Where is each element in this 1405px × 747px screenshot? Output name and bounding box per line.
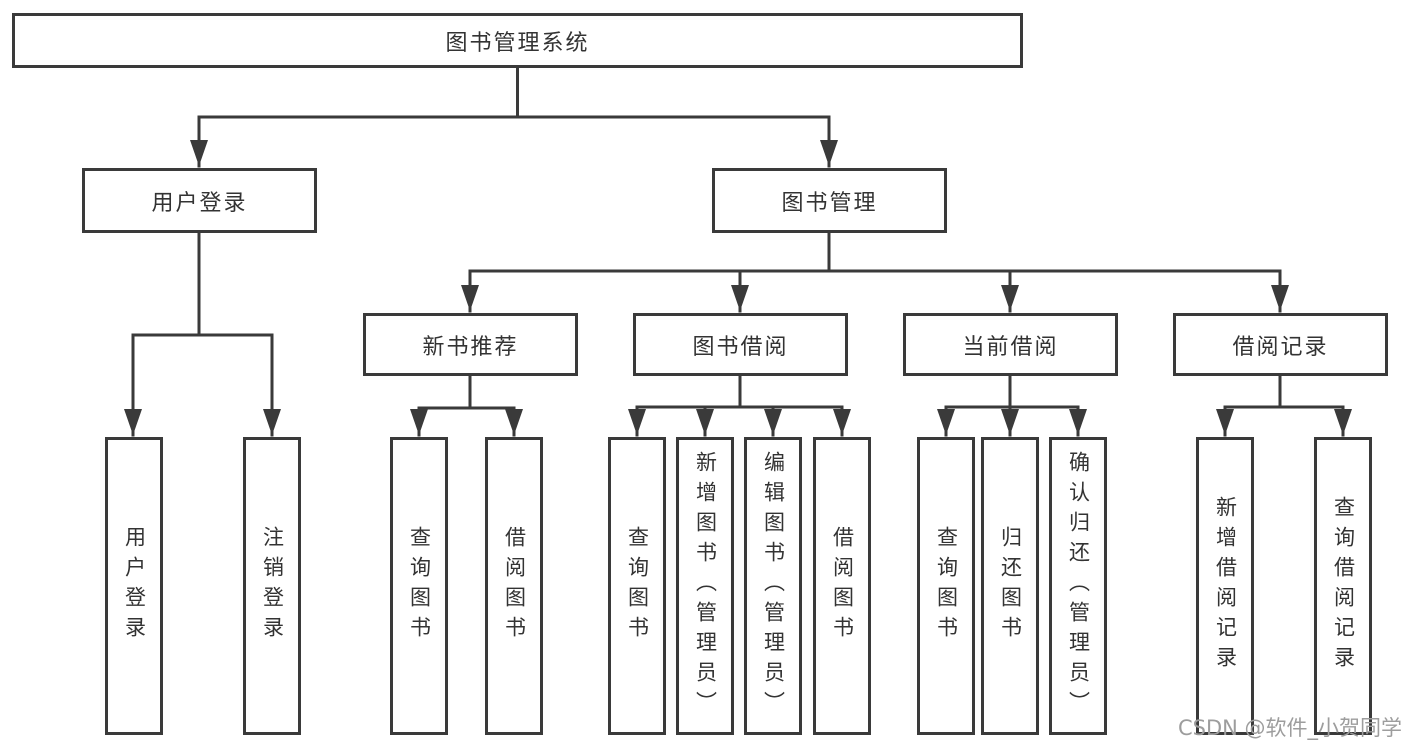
- node-label: 编辑图书（管理员）: [761, 451, 786, 721]
- leaf-query-borrow-record: 查询借阅记录: [1314, 437, 1372, 735]
- node-label: 归还图书: [998, 526, 1023, 646]
- node-label: 新增图书（管理员）: [693, 451, 718, 721]
- leaf-query-books-current: 查询图书: [917, 437, 975, 735]
- leaf-add-book-admin: 新增图书（管理员）: [676, 437, 734, 735]
- node-label: 注销登录: [260, 526, 285, 646]
- node-label: 查询图书: [625, 526, 650, 646]
- node-label: 新增借阅记录: [1213, 496, 1238, 676]
- node-label: 查询借阅记录: [1331, 496, 1356, 676]
- node-book-management: 图书管理: [712, 168, 947, 233]
- node-current-borrowing: 当前借阅: [903, 313, 1118, 376]
- node-user-login: 用户登录: [82, 168, 317, 233]
- node-label: 用户登录: [151, 190, 248, 216]
- node-label: 借阅图书: [502, 526, 527, 646]
- node-label: 用户登录: [122, 526, 147, 646]
- node-label: 确认归还（管理员）: [1066, 451, 1091, 721]
- node-label: 图书管理系统: [445, 30, 590, 56]
- leaf-confirm-return-admin: 确认归还（管理员）: [1049, 437, 1107, 735]
- node-root-library-system: 图书管理系统: [12, 13, 1023, 68]
- node-label: 查询图书: [407, 526, 432, 646]
- node-book-borrowing: 图书借阅: [633, 313, 848, 376]
- csdn-watermark: CSDN @软件_小贺同学: [1178, 716, 1403, 740]
- node-borrowing-records: 借阅记录: [1173, 313, 1388, 376]
- node-label: 图书借阅: [692, 334, 789, 360]
- leaf-edit-book-admin: 编辑图书（管理员）: [744, 437, 802, 735]
- node-label: 当前借阅: [962, 334, 1059, 360]
- leaf-logout: 注销登录: [243, 437, 301, 735]
- node-new-book-recommendation: 新书推荐: [363, 313, 578, 376]
- node-label: 图书管理: [781, 190, 878, 216]
- leaf-query-books-borrowing: 查询图书: [608, 437, 666, 735]
- leaf-borrow-books-recommend: 借阅图书: [485, 437, 543, 735]
- leaf-user-login: 用户登录: [105, 437, 163, 735]
- node-label: 借阅图书: [830, 526, 855, 646]
- leaf-add-borrow-record: 新增借阅记录: [1196, 437, 1254, 735]
- leaf-borrow-books-borrowing: 借阅图书: [813, 437, 871, 735]
- leaf-query-books-recommend: 查询图书: [390, 437, 448, 735]
- node-label: 借阅记录: [1232, 334, 1329, 360]
- node-label: 新书推荐: [422, 334, 519, 360]
- leaf-return-books: 归还图书: [981, 437, 1039, 735]
- node-label: 查询图书: [934, 526, 959, 646]
